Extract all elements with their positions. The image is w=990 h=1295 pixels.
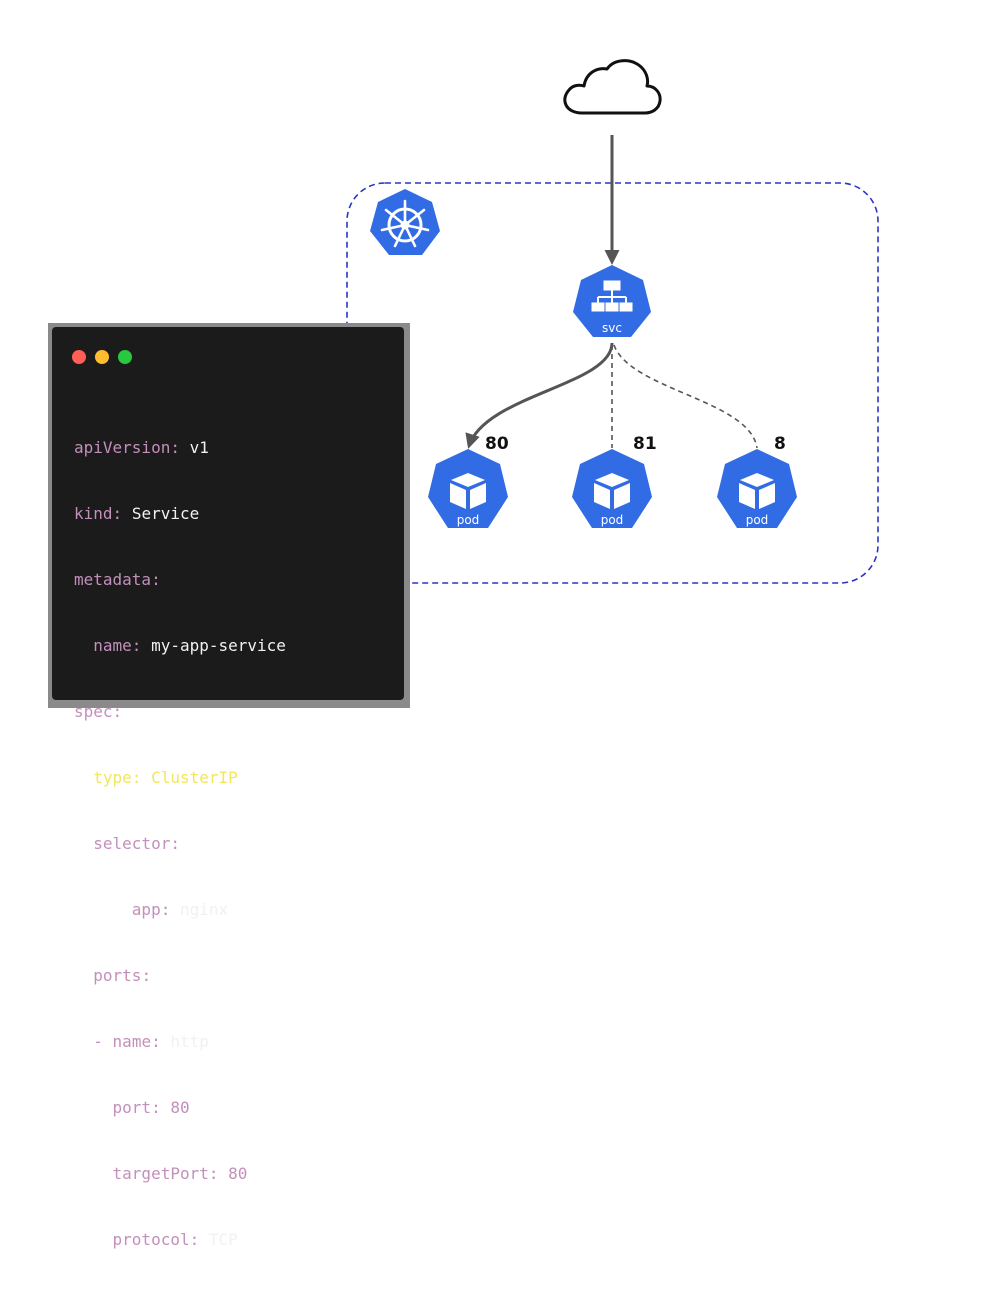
yaml-line-spec: spec: — [74, 702, 123, 721]
service-diagram: svc pod 80 pod 81 pod 8 — [346, 59, 879, 584]
yaml-line-selector: selector: — [93, 834, 180, 853]
pod-1-label: pod — [457, 513, 480, 527]
pod-cube-icon — [450, 473, 486, 509]
service-icon: svc — [573, 265, 651, 337]
yaml-line-port: port: 80 — [112, 1098, 190, 1117]
yaml-line-apiversion: apiVersion: v1 — [74, 438, 209, 457]
pod-cube-icon — [594, 473, 630, 509]
kubernetes-helm-icon — [370, 189, 440, 255]
maximize-dot-icon[interactable] — [118, 350, 132, 364]
yaml-line-kind: kind: Service — [74, 504, 200, 523]
service-to-pod-3-link — [613, 344, 758, 449]
service-label: svc — [602, 321, 622, 335]
yaml-line-app: app: nginx — [131, 900, 229, 919]
yaml-line-ports: ports: — [93, 966, 152, 985]
cloud-icon — [563, 59, 662, 115]
yaml-line-protocol: protocol: TCP — [112, 1230, 238, 1249]
yaml-line-targetport: targetPort: 80 — [112, 1164, 248, 1183]
yaml-line-port-name: - name: http — [93, 1032, 209, 1051]
pod-cube-icon — [739, 473, 775, 509]
yaml-terminal: apiVersion: v1 kind: Service metadata: n… — [52, 327, 404, 1249]
minimize-dot-icon[interactable] — [95, 350, 109, 364]
yaml-terminal-frame: apiVersion: v1 kind: Service metadata: n… — [48, 323, 410, 1249]
service-to-pod-1-arrow — [465, 342, 614, 449]
yaml-line-type: type: ClusterIP — [93, 768, 238, 787]
pod-2-port: 81 — [633, 434, 657, 454]
pod-2: pod 81 — [572, 434, 657, 528]
yaml-code: apiVersion: v1 kind: Service metadata: n… — [74, 393, 286, 1295]
close-dot-icon[interactable] — [72, 350, 86, 364]
yaml-line-name: name: my-app-service — [93, 636, 286, 655]
pod-2-label: pod — [601, 513, 624, 527]
yaml-line-metadata: metadata: — [74, 570, 161, 589]
pod-3: pod 8 — [717, 434, 797, 528]
pod-1: pod 80 — [428, 434, 509, 528]
pod-3-label: pod — [746, 513, 769, 527]
window-controls — [72, 350, 132, 364]
pod-1-port: 80 — [485, 434, 509, 454]
pod-3-port: 8 — [774, 434, 786, 454]
